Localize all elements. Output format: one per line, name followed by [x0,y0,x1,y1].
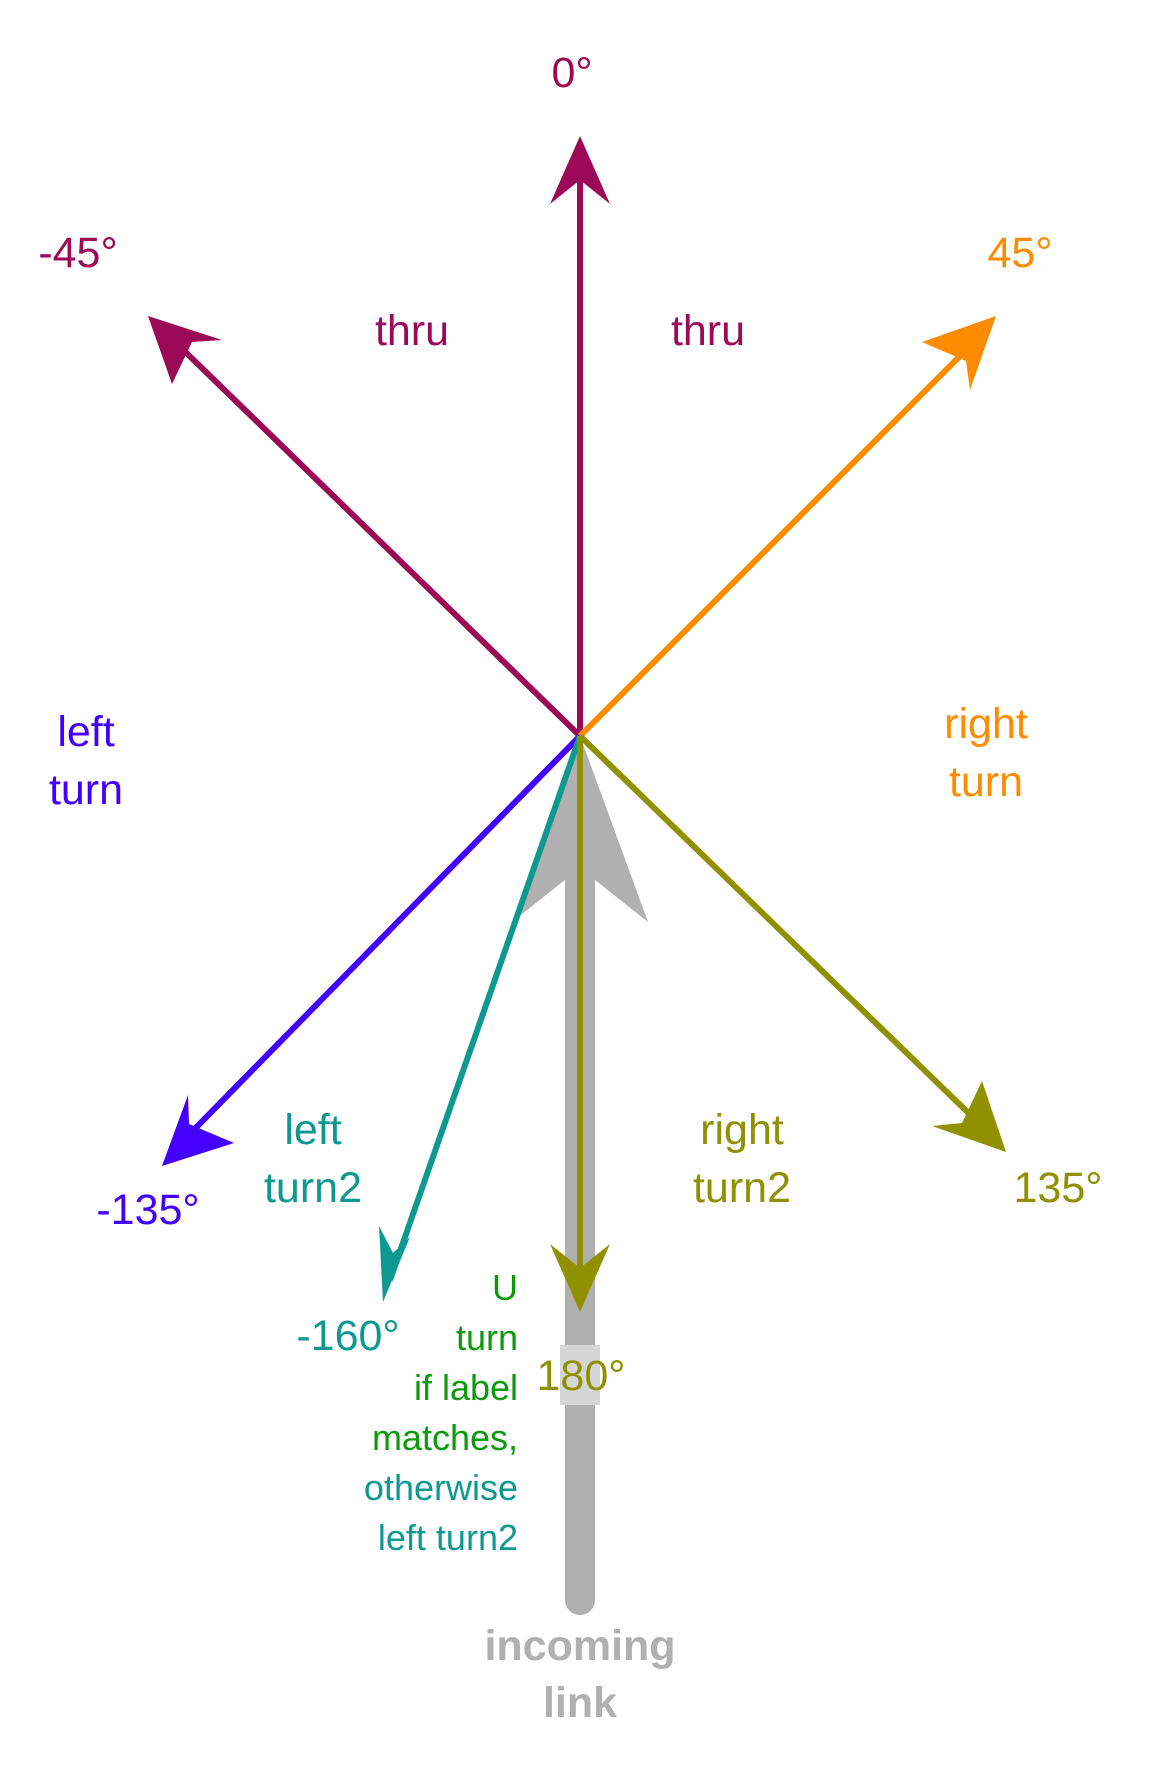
label-180-highlight [560,1345,600,1405]
u-turn-otherwise-line1: otherwise [364,1467,518,1508]
u-turn-180-arrow [550,736,610,1312]
right-turn-45-arrow [577,316,996,739]
left-turn2-minus160-arrow [379,735,583,1302]
angle-135-label: 135° [1014,1164,1103,1212]
angle-minus135-label: -135° [96,1186,199,1234]
angle-minus45-label: -45° [38,229,117,277]
thru-0-arrow [550,136,610,736]
right-turn2-135-arrow [577,733,1006,1152]
angle-minus160-label: -160° [296,1312,399,1360]
right-turn-label-line1: right [944,700,1028,748]
right-turn2-label-line1: right [700,1106,784,1154]
angle-180-label: 180° [537,1352,626,1400]
thru-left-label: thru [375,307,449,355]
u-turn-note-line2: turn [456,1317,518,1358]
left-turn2-label-line2: turn2 [264,1164,362,1212]
left-turn-label-line2: turn [49,766,123,814]
u-turn-otherwise-line2: left turn2 [378,1517,518,1558]
left-turn-label-line1: left [57,708,114,756]
right-turn2-label-line2: turn2 [693,1164,791,1212]
incoming-link-label-line1: incoming [484,1622,675,1670]
u-turn-note-line1: U [492,1267,518,1308]
thru-right-label: thru [671,307,745,355]
right-turn-label: right turn [944,700,1028,806]
left-turn-minus135-arrow [162,733,583,1166]
angle-0-label: 0° [551,49,592,97]
u-turn-note-line3: if label [414,1367,518,1408]
angle-45-label: 45° [987,229,1052,277]
left-turn2-label: left turn2 [264,1106,362,1212]
u-turn-note-line4: matches, [372,1417,518,1458]
right-turn2-label: right turn2 [693,1106,791,1212]
incoming-link-label-line2: link [543,1679,617,1727]
incoming-link-label: incoming link [484,1622,675,1727]
right-turn-label-line2: turn [949,758,1023,806]
u-turn-note: U turn if label matches, otherwise left … [364,1267,518,1558]
thru-minus45-arrow [148,316,583,739]
left-turn2-label-line1: left [284,1106,341,1154]
left-turn-label: left turn [49,708,123,814]
